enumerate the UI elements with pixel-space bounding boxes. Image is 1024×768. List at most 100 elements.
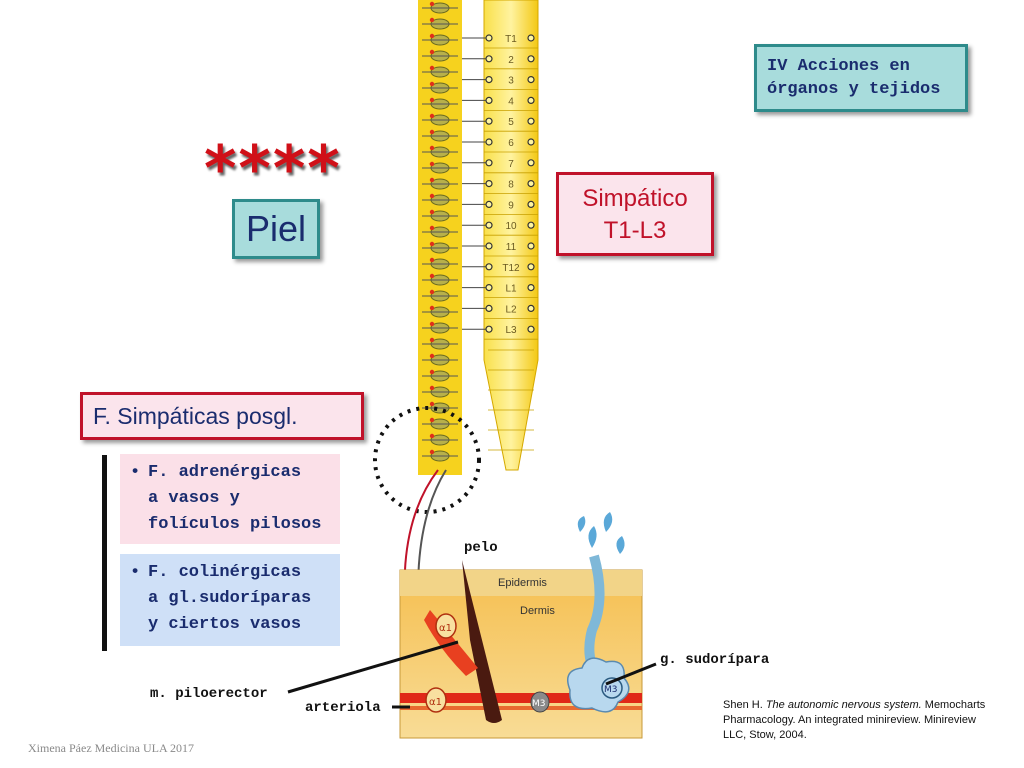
cord-root-node	[527, 117, 535, 125]
cord-root-node	[527, 180, 535, 188]
cord-segment-label: 7	[508, 159, 514, 170]
cord-root-node	[527, 304, 535, 312]
cord-root-node	[485, 284, 493, 292]
cord-root-node	[485, 221, 493, 229]
chain-ganglia	[422, 1, 458, 462]
chain-node	[429, 305, 435, 311]
chain-node	[429, 97, 435, 103]
piel-label: Piel	[245, 208, 307, 249]
adrenergic-line-2: a vasos y	[148, 489, 240, 508]
adrenergic-line-1: F. adrenérgicas	[148, 463, 302, 482]
pointer-sudoripara	[605, 662, 657, 686]
chain-node	[429, 353, 435, 359]
cholinergic-line-1: F. colinérgicas	[148, 563, 302, 582]
cord-root-node	[485, 325, 493, 333]
bracket-bar	[102, 455, 107, 651]
adrenergic-line-3: folículos pilosos	[148, 515, 322, 534]
cord-root-node	[527, 200, 535, 208]
bullet-icon: •	[130, 563, 141, 582]
cord-root-node	[485, 180, 493, 188]
receptor-m3-gland-label: M3	[604, 685, 618, 695]
chain-node	[429, 241, 435, 247]
simpatico-line-1: Simpático	[582, 185, 688, 212]
sweat-drops	[577, 512, 625, 554]
chain-node	[429, 225, 435, 231]
adrenergic-box: • F. adrenérgicas a vasos y folículos pi…	[120, 454, 340, 544]
cord-segment-label: 10	[505, 221, 517, 232]
chain-node	[429, 193, 435, 199]
section-title-box: IV Acciones en órganos y tejidos	[754, 44, 968, 112]
chain-node	[429, 417, 435, 423]
section-title-line-2: órganos y tejidos	[767, 80, 941, 99]
cord-root-node	[527, 263, 535, 271]
bullet-icon: •	[130, 463, 141, 482]
cord-root-node	[485, 96, 493, 105]
artery-band	[400, 693, 642, 703]
chain-node	[429, 385, 435, 391]
cord-root-node	[527, 55, 535, 63]
chain-node	[429, 369, 435, 375]
receptor-m3-artery-label: M3	[532, 699, 546, 709]
chain-node	[429, 257, 435, 263]
cord-segment-label: 8	[508, 180, 514, 191]
footer-credit: Ximena Páez Medicina ULA 2017	[28, 741, 194, 755]
reference-title: The autonomic nervous system.	[765, 699, 922, 711]
reference-author: Shen H.	[723, 699, 766, 711]
cord-segment-label: 5	[508, 117, 514, 128]
cord-root-node	[527, 325, 535, 333]
chain-node	[429, 337, 435, 343]
cord-root-node	[527, 75, 535, 84]
chain-node	[429, 161, 435, 167]
chain-node	[429, 1, 435, 7]
piel-label-box: Piel	[232, 199, 320, 259]
posganglionic-label: F. Simpáticas posgl.	[93, 403, 298, 429]
artery-band-lower	[400, 706, 642, 710]
cord-segment-label: 2	[508, 55, 514, 66]
chain-node	[429, 209, 435, 215]
cord-root-node	[485, 263, 493, 271]
cord-root-node	[485, 242, 493, 250]
simpatico-box: Simpático T1-L3	[556, 172, 714, 256]
chain-node	[429, 65, 435, 71]
stars-marker: ****	[204, 132, 342, 205]
receptor-m3-artery	[530, 691, 550, 713]
chain-node	[429, 289, 435, 295]
chain-node	[429, 449, 435, 455]
cord-root-node	[527, 284, 535, 292]
cord-segment-label: 3	[508, 76, 514, 87]
cord-segment-label: L3	[505, 325, 517, 336]
cord-root-node	[485, 304, 493, 312]
cord-root-node	[485, 75, 493, 84]
cord-root-node	[485, 159, 493, 167]
cord-root-node	[485, 34, 493, 42]
receptor-alpha1-bottom-label: α1	[429, 697, 442, 708]
cord-segment-label: L1	[505, 284, 517, 295]
hair-shaft	[462, 560, 502, 723]
label-pelo: pelo	[464, 540, 498, 556]
cord-root-node	[527, 221, 535, 229]
cord-segment-label: 6	[508, 138, 514, 149]
chain-node	[429, 81, 435, 87]
receptor-alpha1-bottom	[425, 687, 447, 713]
cord-segment-label: L2	[505, 304, 517, 315]
cholinergic-box: • F. colinérgicas a gl.sudoríparas y cie…	[120, 554, 340, 646]
posganglionic-box: F. Simpáticas posgl.	[80, 392, 364, 440]
section-title-line-1: IV Acciones en	[767, 57, 910, 76]
pointer-piloerector	[287, 640, 459, 694]
cord-root-node	[527, 96, 535, 105]
chain-node	[429, 321, 435, 327]
cholinergic-line-2: a gl.sudoríparas	[148, 589, 312, 608]
cord-root-node	[485, 138, 493, 146]
chain-node	[429, 273, 435, 279]
cord-segment-label: 9	[508, 200, 514, 211]
chain-node	[429, 33, 435, 39]
chain-node	[429, 401, 435, 407]
reference-citation: Shen H. The autonomic nervous system. Me…	[723, 698, 993, 743]
label-piloerector: m. piloerector	[150, 686, 268, 702]
cord-segment-label: 11	[506, 242, 517, 253]
cord-segment-label: T1	[505, 34, 517, 45]
chain-node	[429, 17, 435, 23]
cord-root-node	[485, 117, 493, 125]
